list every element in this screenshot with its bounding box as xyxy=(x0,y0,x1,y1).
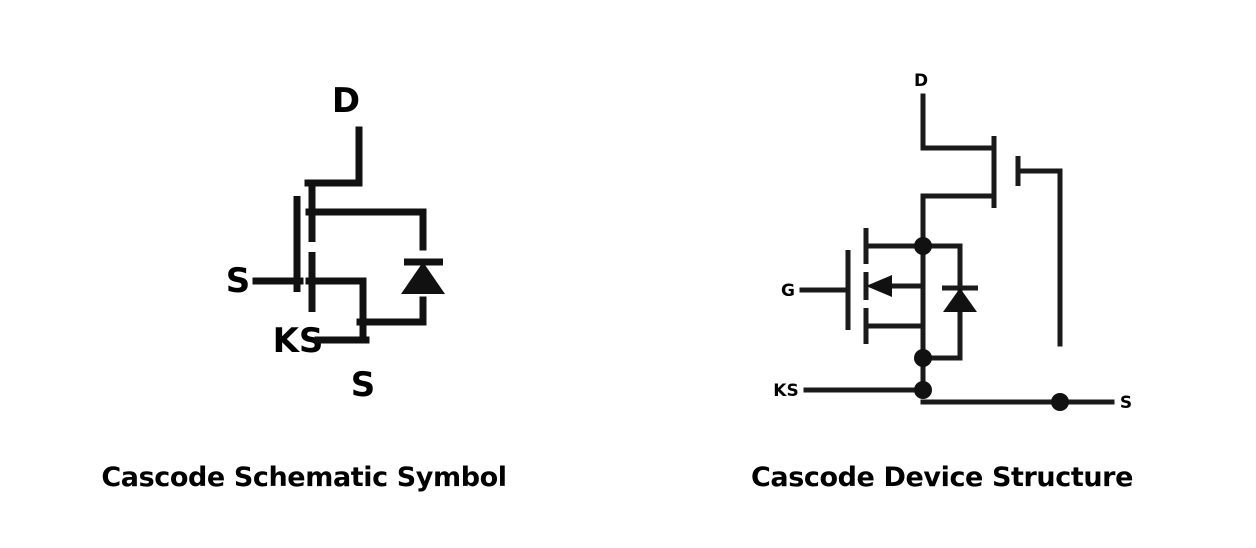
cascode-device-structure-diagram: D G xyxy=(773,71,1132,413)
terminal-label-kelvin-source: KS xyxy=(773,381,798,401)
junction-dot-source xyxy=(1051,393,1069,411)
body-diode-triangle xyxy=(401,262,445,294)
terminal-label-source-gate: S xyxy=(226,261,251,301)
drain-to-diode-cathode-wire xyxy=(305,208,427,251)
body-arrow-head xyxy=(866,275,892,297)
terminal-label-drain: D xyxy=(332,81,360,121)
cascode-device-structure-panel: D G xyxy=(620,0,1256,548)
junction-dot-lower xyxy=(914,349,932,367)
terminal-label-drain: D xyxy=(914,71,928,91)
junction-dot-kelvin xyxy=(914,381,932,399)
junction-dot-upper xyxy=(914,237,932,255)
cascode-schematic-symbol-diagram: D S KS xyxy=(226,81,445,405)
terminal-label-source: S xyxy=(1120,393,1132,413)
caption-cascode-schematic-symbol: Cascode Schematic Symbol xyxy=(101,462,507,493)
caption-cascode-device-structure: Cascode Device Structure xyxy=(750,462,1134,493)
drain-lead-wire xyxy=(920,93,995,151)
drain-lead-wire xyxy=(304,126,363,187)
terminal-label-gate: G xyxy=(781,281,795,301)
terminal-label-source-bottom: S xyxy=(351,365,376,405)
body-diode-triangle xyxy=(943,288,977,312)
body-connection-wire xyxy=(879,283,926,361)
jfet-gate-to-source-wire xyxy=(1015,168,1063,347)
diode-anode-return-wire xyxy=(356,296,427,326)
cascode-schematic-symbol-panel: D S KS xyxy=(0,0,620,548)
jfet-source-wire xyxy=(920,193,995,241)
